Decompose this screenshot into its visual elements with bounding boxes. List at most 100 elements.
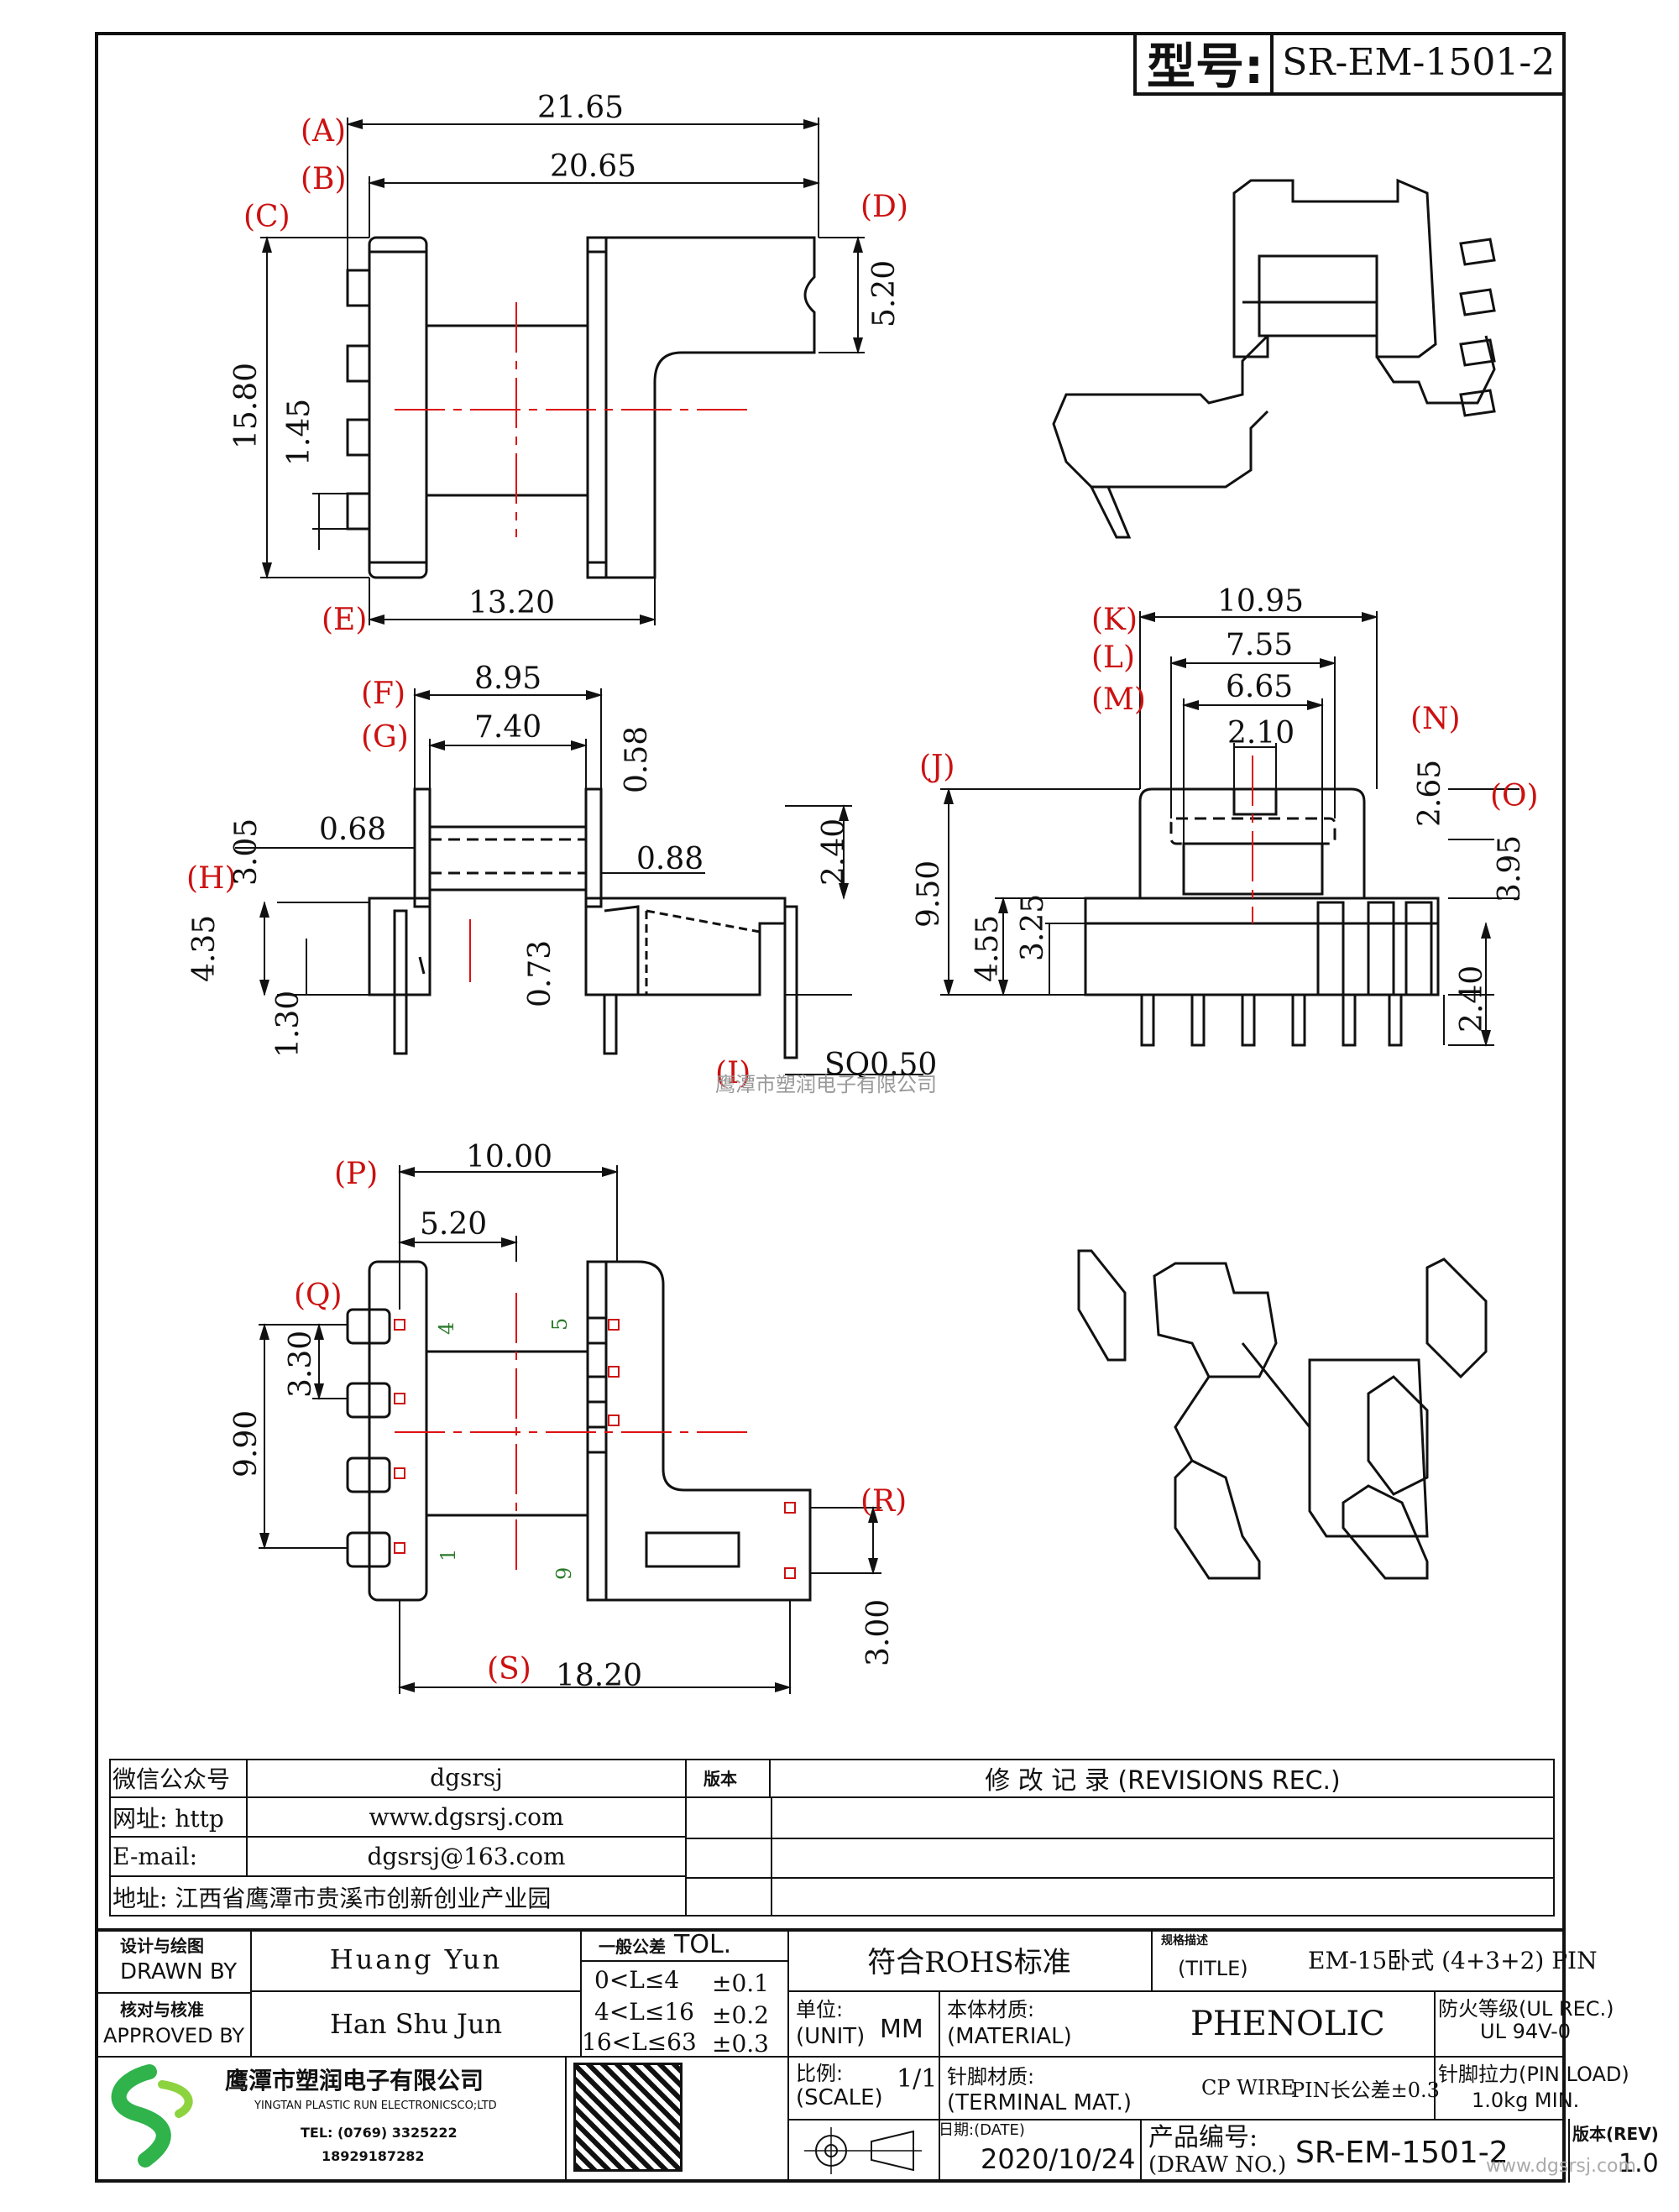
dim-4-55: 4.55 xyxy=(970,915,1005,982)
title-label-cn: 规格描述 xyxy=(1161,1934,1208,1948)
marker-b: (B) xyxy=(301,162,347,196)
dim-3-25: 3.25 xyxy=(1016,894,1050,961)
dim-1-45: 1.45 xyxy=(282,399,316,466)
dim-0-73: 0.73 xyxy=(523,940,557,1007)
rev-label: 版本(REV) xyxy=(1572,2123,1659,2144)
revision: 1.0 xyxy=(1619,2148,1659,2178)
marker-l: (L) xyxy=(1091,641,1135,675)
approved-label: APPROVED BY xyxy=(103,2024,245,2047)
model-number: SR-EM-1501-2 xyxy=(1282,40,1556,84)
wechat-value: dgsrsj xyxy=(248,1759,687,1798)
dim-18-20: 18.20 xyxy=(556,1659,642,1693)
company-tel: TEL: (0769) 3325222 xyxy=(301,2124,458,2141)
dim-2-40-end: 2.40 xyxy=(1455,965,1489,1033)
title-block: 设计与绘图 DRAWN BY Huang Yun 核对与核准 APPROVED … xyxy=(95,1928,1659,2183)
technical-drawing: (A) (B) (C) (D) (E) 21.65 20.65 5.20 15.… xyxy=(186,91,1539,1694)
side-view xyxy=(235,688,923,1075)
dim-3-05: 3.05 xyxy=(229,818,264,886)
marker-i: (I) xyxy=(715,1056,751,1090)
rohs: 符合ROHS标准 xyxy=(787,1928,1153,1992)
dim-21-65: 21.65 xyxy=(537,91,624,125)
dim-0-58: 0.58 xyxy=(620,726,654,793)
company-logo-icon xyxy=(99,2059,217,2177)
tol-range-1: 0<L≤4 xyxy=(594,1965,680,1994)
front-centerlines xyxy=(395,302,756,537)
email-label: E-mail: xyxy=(109,1838,248,1877)
bottom-view xyxy=(259,1165,881,1694)
watermark: 鹰潭市塑润电子有限公司 xyxy=(715,1073,937,1096)
dim-15-80: 15.80 xyxy=(229,363,264,449)
model-label: 型号: xyxy=(1137,32,1274,95)
dim-5-20-bottom: 5.20 xyxy=(420,1207,487,1242)
tol-label: TOL. xyxy=(674,1929,732,1959)
part-title: EM-15卧式 (4+3+2) PIN xyxy=(1270,1928,1598,1992)
dim-4-35: 4.35 xyxy=(187,915,222,982)
dim-6-65: 6.65 xyxy=(1226,670,1293,704)
terminal-label-cn: 针脚材质: xyxy=(947,2064,1035,2089)
tol-range-2: 4<L≤16 xyxy=(594,1997,694,2026)
marker-q: (Q) xyxy=(294,1279,343,1313)
end-view xyxy=(940,611,1519,1047)
dim-0-88: 0.88 xyxy=(636,842,704,876)
marker-m: (M) xyxy=(1091,682,1146,717)
dim-0-68: 0.68 xyxy=(319,813,386,847)
marker-p: (P) xyxy=(334,1157,378,1191)
dim-13-20: 13.20 xyxy=(468,586,555,620)
contact-table: 微信公众号 dgsrsj 网址: http www.dgsrsj.com E-m… xyxy=(109,1759,1555,1917)
dim-9-90: 9.90 xyxy=(229,1410,264,1477)
drawn-by: Huang Yun xyxy=(250,1928,582,1992)
unit-label: (UNIT) xyxy=(796,2024,866,2049)
dim-2-40-side: 2.40 xyxy=(817,818,851,886)
draw-no-label: (DRAW NO.) xyxy=(1148,2152,1287,2178)
material: PHENOLIC xyxy=(1190,2005,1385,2043)
dim-2-10: 2.10 xyxy=(1227,716,1295,750)
scale-label-cn: 比例: xyxy=(796,2061,844,2085)
pin-load-label: 针脚拉力(PIN LOAD) xyxy=(1438,2062,1629,2086)
model-box: 型号: SR-EM-1501-2 xyxy=(1133,32,1566,96)
wechat-label: 微信公众号 xyxy=(109,1759,248,1798)
material-label: (MATERIAL) xyxy=(947,2024,1072,2049)
dim-3-30: 3.30 xyxy=(284,1331,318,1398)
tol-label-cn: 一般公差 xyxy=(599,1936,666,1957)
pin-number-5: 5 xyxy=(548,1318,572,1331)
terminal-label: (TERMINAL MAT.) xyxy=(947,2090,1132,2115)
marker-o: (O) xyxy=(1490,779,1539,813)
dim-7-40: 7.40 xyxy=(474,710,541,745)
marker-n: (N) xyxy=(1410,702,1461,736)
date: 2020/10/24 xyxy=(981,2143,1136,2175)
drawing-frame xyxy=(95,32,1566,2183)
dim-10-00: 10.00 xyxy=(466,1140,552,1174)
tol-value-2: ±0.2 xyxy=(712,2000,769,2029)
drawn-by-label: DRAWN BY xyxy=(120,1959,238,1985)
date-label: 日期:(DATE) xyxy=(939,2121,1025,2139)
tol-value-1: ±0.1 xyxy=(712,1969,769,1997)
unit-label-cn: 单位: xyxy=(796,1997,844,2021)
tol-range-3: 16<L≤63 xyxy=(582,2027,697,2056)
unit: MM xyxy=(880,2014,923,2044)
marker-r: (R) xyxy=(860,1484,907,1519)
company-name-cn: 鹰潭市塑润电子有限公司 xyxy=(225,2067,484,2094)
marker-f: (F) xyxy=(361,677,405,711)
marker-h: (H) xyxy=(186,861,236,896)
marker-e: (E) xyxy=(322,603,367,637)
dim-8-95: 8.95 xyxy=(474,662,541,696)
website-label: 网址: http xyxy=(109,1798,248,1838)
pin-numbers: 4 5 1 9 xyxy=(435,1318,576,1580)
marker-d: (D) xyxy=(860,190,908,224)
dim-10-95: 10.95 xyxy=(1217,584,1304,619)
marker-k: (K) xyxy=(1091,603,1138,637)
pin-number-9: 9 xyxy=(552,1567,576,1580)
dim-2-65: 2.65 xyxy=(1413,760,1447,827)
marker-g: (G) xyxy=(361,720,409,755)
dim-3-00: 3.00 xyxy=(861,1599,896,1666)
dim-5-20: 5.20 xyxy=(867,260,902,327)
projection-symbol-icon xyxy=(796,2123,930,2178)
marker-j: (J) xyxy=(919,750,955,784)
qr-code-icon xyxy=(573,2063,683,2172)
dim-9-50: 9.50 xyxy=(912,860,946,928)
dim-sq0-50: SQ0.50 xyxy=(824,1048,937,1082)
dim-20-65: 20.65 xyxy=(550,149,636,184)
address: 地址: 江西省鹰潭市贵溪市创新创业产业园 xyxy=(109,1877,687,1917)
marker-c: (C) xyxy=(243,200,290,234)
company-name-en: YINGTAN PLASTIC RUN ELECTRONICSCO;LTD xyxy=(254,2099,497,2112)
